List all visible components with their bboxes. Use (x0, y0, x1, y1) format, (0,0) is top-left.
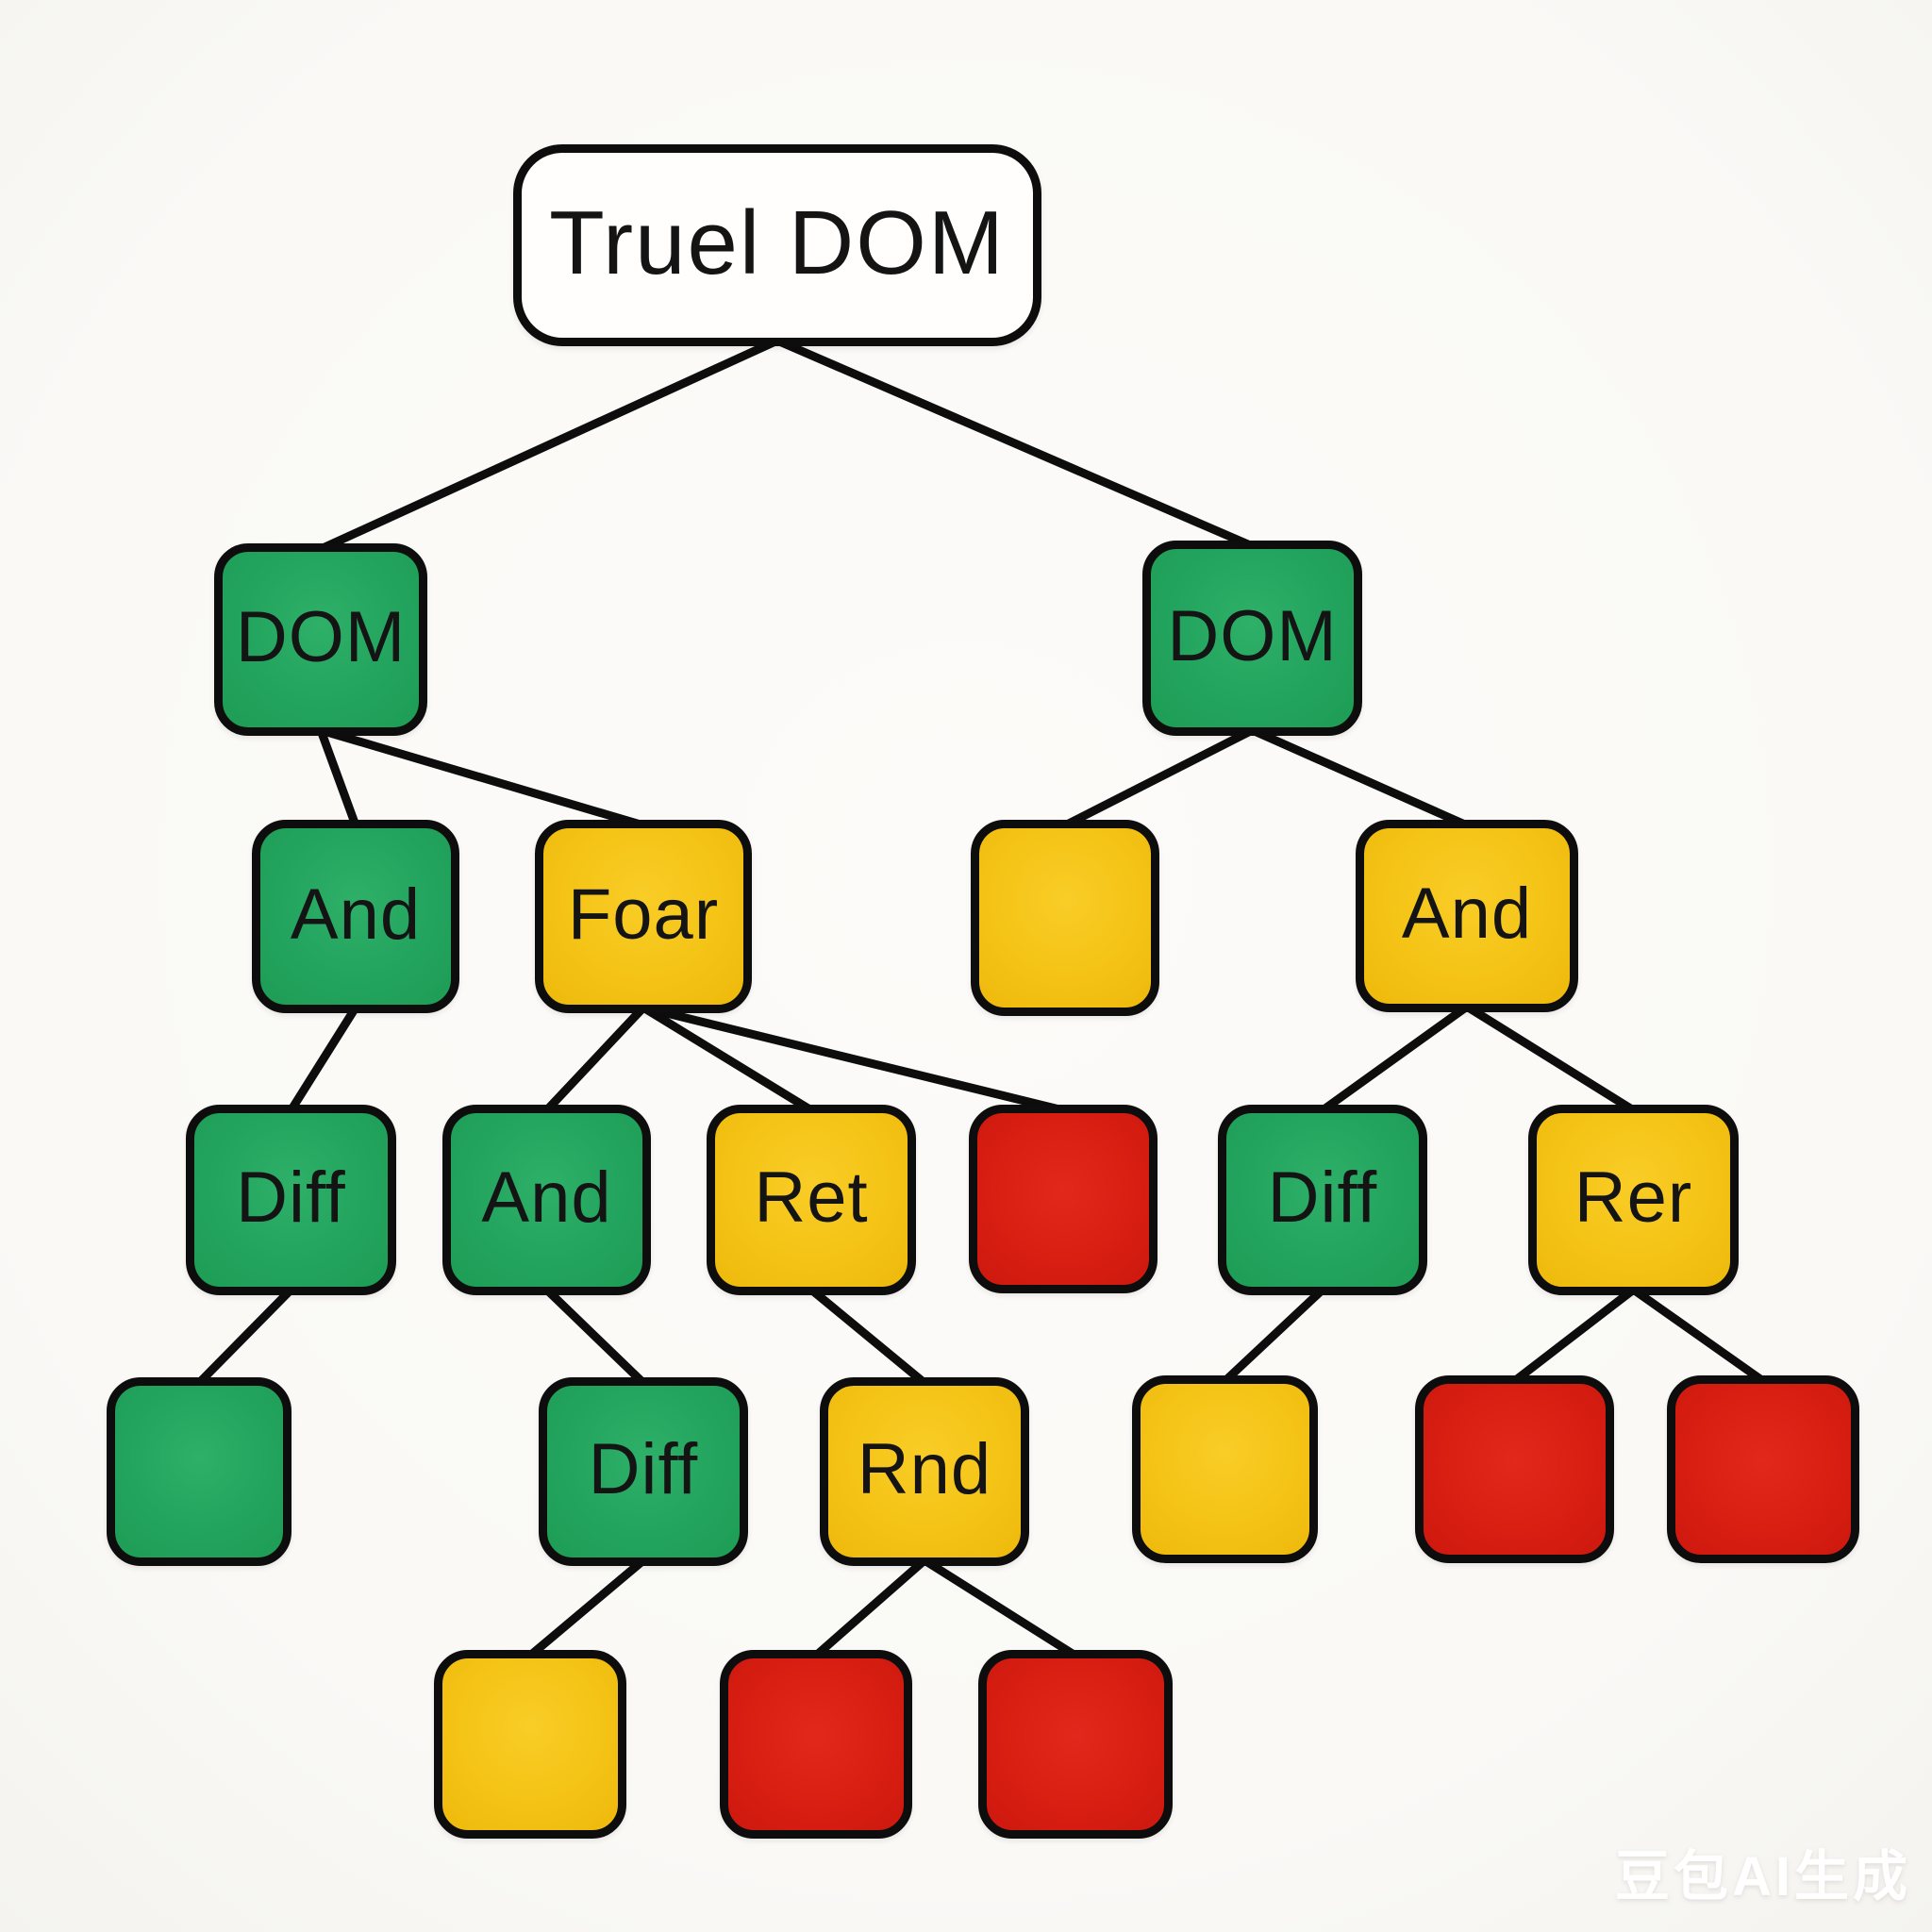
node-diff-left-l4: Diff (186, 1105, 396, 1295)
node-label: Ret (754, 1158, 869, 1238)
node-blank-red-l5b (1667, 1375, 1859, 1563)
node-label: DOM (235, 597, 407, 677)
node-foar: Foar (535, 820, 752, 1013)
node-label: Diff (236, 1158, 346, 1238)
edge-and-right-l3-rer (1462, 1002, 1638, 1115)
edge-rer-blank-red-l5b (1629, 1285, 1768, 1386)
node-diff-mid-l5: Diff (539, 1377, 748, 1566)
edge-and-mid-l4-diff-mid-l5 (542, 1285, 648, 1388)
node-label: Truel DOM (549, 192, 1006, 293)
node-dom-right: DOM (1142, 541, 1362, 736)
edge-foar-ret (639, 1003, 816, 1115)
node-blank-yellow-l3 (971, 820, 1159, 1016)
edge-rnd-blank-red-l6b (920, 1556, 1080, 1660)
node-and-left-l3: And (252, 820, 459, 1013)
node-ret: Ret (707, 1105, 916, 1295)
edge-and-right-l3-diff-right-l4 (1318, 1002, 1472, 1115)
edge-foar-blank-red-l4 (639, 1003, 1068, 1115)
node-blank-yellow-l5 (1132, 1375, 1318, 1563)
node-label: And (290, 874, 422, 955)
node-blank-red-l4 (969, 1105, 1158, 1293)
edge-ret-rnd (807, 1285, 929, 1388)
node-rer: Rer (1528, 1105, 1739, 1295)
node-dom-left: DOM (214, 543, 427, 736)
node-label: Diff (588, 1429, 699, 1509)
edge-rnd-blank-red-l6a (811, 1556, 929, 1660)
edge-diff-mid-l5-blank-yellow-l6 (525, 1556, 648, 1660)
node-blank-red-l5a (1415, 1375, 1614, 1563)
node-blank-red-l6b (978, 1650, 1173, 1839)
node-blank-yellow-l6 (434, 1650, 626, 1839)
edge-foar-and-mid-l4 (542, 1003, 648, 1115)
node-blank-green-l5 (107, 1377, 291, 1566)
edge-root-dom-right (773, 336, 1257, 551)
edge-diff-right-l4-blank-yellow-l5 (1221, 1285, 1327, 1386)
node-label: DOM (1167, 595, 1338, 676)
edge-dom-left-and-left-l3 (316, 725, 360, 830)
node-label: Rnd (857, 1429, 992, 1509)
node-blank-red-l6a (720, 1650, 912, 1839)
edge-rer-blank-red-l5a (1510, 1285, 1638, 1386)
node-root: Truel DOM (513, 144, 1041, 346)
edge-dom-right-and-right-l3 (1248, 725, 1472, 830)
node-label: Foar (567, 874, 720, 955)
node-label: And (1401, 874, 1533, 954)
node-rnd: Rnd (820, 1377, 1029, 1566)
node-diff-right-l4: Diff (1218, 1105, 1427, 1295)
node-and-right-l3: And (1356, 820, 1578, 1012)
edge-root-dom-left (316, 336, 782, 554)
edge-and-left-l3-diff-left-l4 (287, 1003, 360, 1115)
edge-dom-left-foar (316, 725, 648, 830)
edge-dom-right-blank-yellow-l3 (1060, 725, 1257, 830)
watermark: 豆包AI生成 (1614, 1846, 1911, 1907)
node-label: Rer (1574, 1158, 1693, 1238)
node-label: And (481, 1158, 612, 1238)
node-and-mid-l4: And (442, 1105, 651, 1295)
edge-diff-left-l4-blank-green-l5 (194, 1285, 295, 1388)
node-label: Diff (1267, 1158, 1378, 1238)
